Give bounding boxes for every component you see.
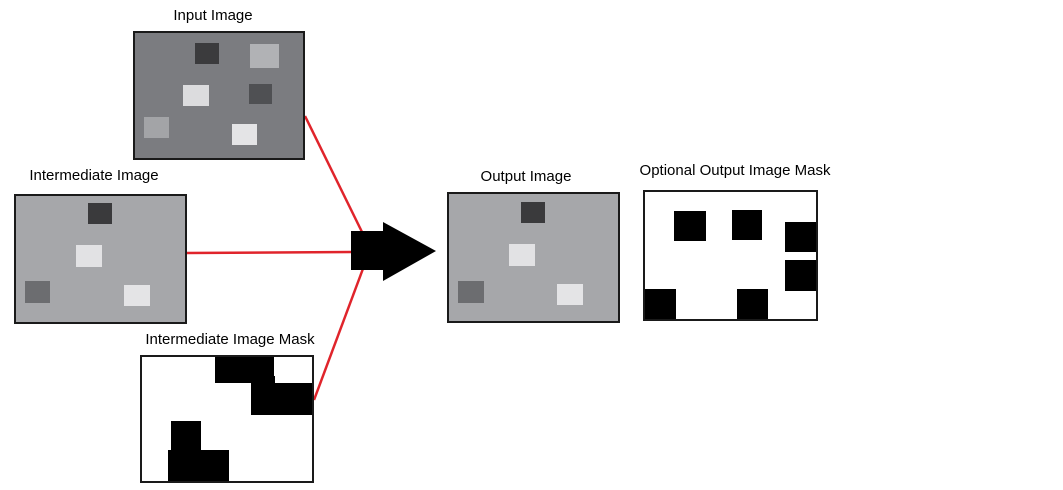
mask-connector-line (312, 265, 366, 401)
output-square (557, 284, 583, 305)
input-square (144, 117, 169, 138)
input-square (232, 124, 257, 145)
input-square (250, 44, 279, 68)
input-square (195, 43, 219, 64)
intermediate-image-mask-panel: Intermediate Image Mask (140, 331, 315, 483)
intermediate-image-title: Intermediate Image (29, 167, 158, 184)
mask-region (251, 376, 275, 386)
output-square (509, 244, 535, 266)
input-connector-line (303, 115, 364, 233)
mask-region (737, 289, 768, 319)
output-mask-regions (645, 210, 816, 319)
mask-frame-border (140, 355, 314, 483)
intermediate-square (25, 281, 50, 303)
mask-frame-border (643, 190, 818, 321)
intermediate-mask-regions (168, 356, 312, 481)
output-square (521, 202, 545, 223)
input-image-panel: Input Image (133, 7, 305, 160)
input-image-title: Input Image (173, 7, 252, 24)
mask-region (674, 211, 706, 241)
combine-arrow (351, 222, 436, 281)
mask-region (645, 289, 676, 319)
intermediate-image-panel: Intermediate Image (14, 167, 187, 324)
optional-output-image-mask-panel: Optional Output Image Mask (640, 162, 831, 321)
intermediate-square (76, 245, 102, 267)
input-square (249, 84, 272, 104)
output-image-panel: Output Image (447, 168, 620, 323)
intermediate-square (124, 285, 150, 306)
input-square (183, 85, 209, 106)
mask-region (785, 260, 816, 291)
intermediate-square (88, 203, 112, 224)
output-image-title: Output Image (481, 168, 572, 185)
mask-region (171, 421, 201, 451)
connector-lines (185, 115, 366, 401)
mask-region (251, 383, 312, 415)
output-square (458, 281, 484, 303)
optional-output-image-mask-title: Optional Output Image Mask (640, 162, 831, 179)
mask-region (732, 210, 762, 240)
intermediate-image-mask-title: Intermediate Image Mask (145, 331, 315, 348)
mask-region (785, 222, 816, 252)
mask-region (168, 450, 229, 481)
intermediate-connector-line (185, 250, 353, 255)
